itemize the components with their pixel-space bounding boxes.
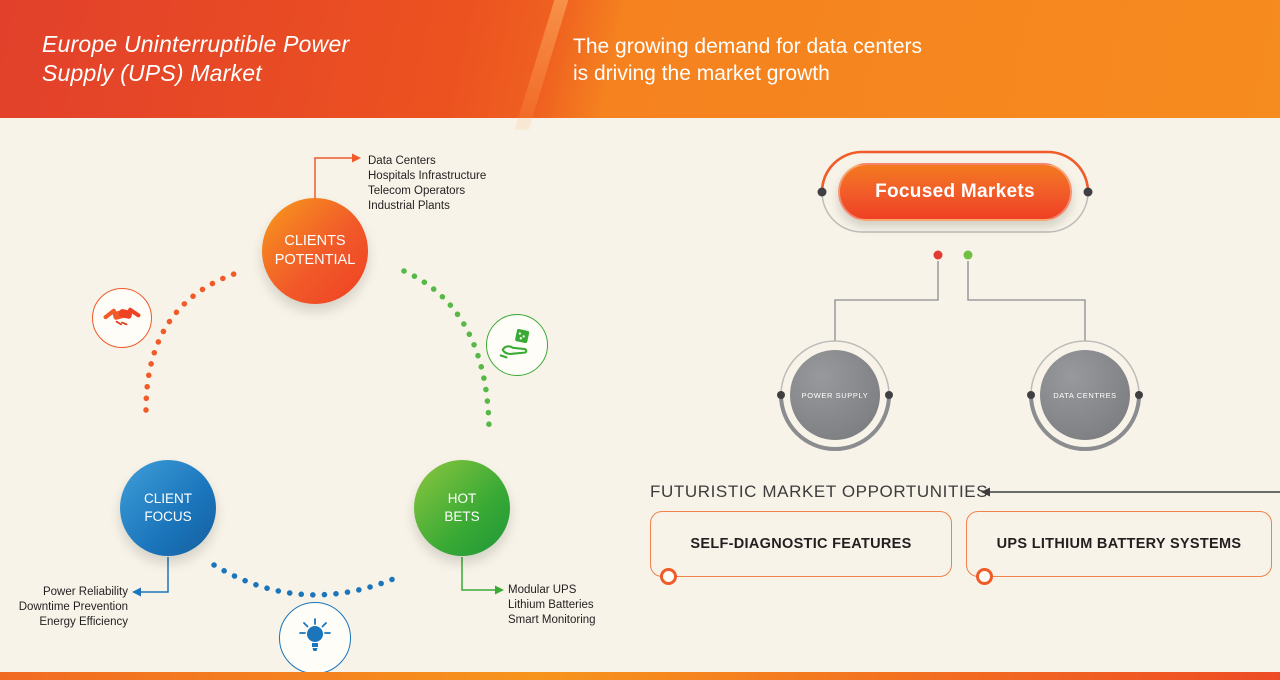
list-item: Industrial Plants — [368, 200, 450, 212]
focused-markets-tree — [834, 250, 1086, 341]
clients-potential-node: CLIENTS POTENTIAL — [262, 198, 368, 304]
opportunities-arrow — [981, 487, 1280, 497]
list-item: Lithium Batteries — [508, 599, 594, 611]
list-item: Energy Efficiency — [39, 616, 128, 628]
clients-potential-label: CLIENTS POTENTIAL — [274, 233, 356, 268]
opportunity-card-self-diagnostic: SELF-DIAGNOSTIC FEATURES — [650, 511, 952, 585]
list-item: Data Centers — [368, 155, 436, 167]
dotted-arc-green — [401, 268, 492, 429]
gift-glyph — [499, 329, 530, 359]
client-focus-connector — [132, 557, 169, 597]
card-ring-icon — [976, 568, 993, 585]
hot-bets-node: HOT BETS — [414, 460, 510, 556]
power-supply-label: POWER SUPPLY — [801, 390, 869, 400]
card-ring-icon — [660, 568, 677, 585]
bulb-icon — [279, 602, 351, 674]
list-item: Smart Monitoring — [508, 614, 596, 626]
client-focus-list: Power Reliability Downtime Prevention En… — [8, 585, 128, 630]
dotted-arc-orange — [143, 269, 243, 413]
opportunity-card-lithium-battery: UPS LITHIUM BATTERY SYSTEMS — [966, 511, 1272, 585]
list-item: Telecom Operators — [368, 185, 466, 197]
handshake-icon — [92, 288, 152, 348]
page-subtitle: The growing demand for data centers is d… — [573, 35, 923, 86]
client-focus-label: CLIENT FOCUS — [143, 491, 192, 524]
header-diagonal-accent — [514, 0, 572, 130]
list-item: Hospitals Infrastructure — [368, 170, 487, 182]
dotted-arc-blue — [211, 562, 401, 598]
data-centres-label: DATA CENTRES — [1053, 390, 1117, 400]
clients-potential-list: Data Centers Hospitals Infrastructure Te… — [368, 154, 486, 214]
gift-icon — [486, 314, 548, 376]
clients-potential-connector — [314, 153, 361, 199]
list-item: Downtime Prevention — [18, 601, 128, 613]
focused-markets-title: Focused Markets — [875, 181, 1035, 202]
client-focus-node: CLIENT FOCUS — [120, 460, 216, 556]
list-item: Power Reliability — [42, 586, 128, 598]
hot-bets-label: HOT BETS — [444, 491, 480, 524]
power-supply-node: POWER SUPPLY — [790, 350, 880, 440]
header-banner: Europe Uninterruptible Power Supply (UPS… — [0, 0, 1280, 130]
page-title: Europe Uninterruptible Power Supply (UPS… — [42, 31, 350, 87]
focused-markets-pill: Focused Markets — [838, 163, 1072, 221]
opportunity-card-label: UPS LITHIUM BATTERY SYSTEMS — [996, 536, 1242, 552]
handshake-glyph — [103, 307, 141, 326]
bottom-accent-bar — [0, 672, 1280, 680]
opportunity-card-label: SELF-DIAGNOSTIC FEATURES — [690, 536, 912, 552]
opportunities-heading: FUTURISTIC MARKET OPPORTUNITIES — [650, 482, 989, 501]
hot-bets-list: Modular UPS Lithium Batteries Smart Moni… — [508, 583, 596, 628]
hot-bets-connector — [461, 557, 504, 595]
data-centres-node: DATA CENTRES — [1040, 350, 1130, 440]
list-item: Modular UPS — [508, 584, 577, 596]
bulb-glyph — [299, 618, 331, 651]
